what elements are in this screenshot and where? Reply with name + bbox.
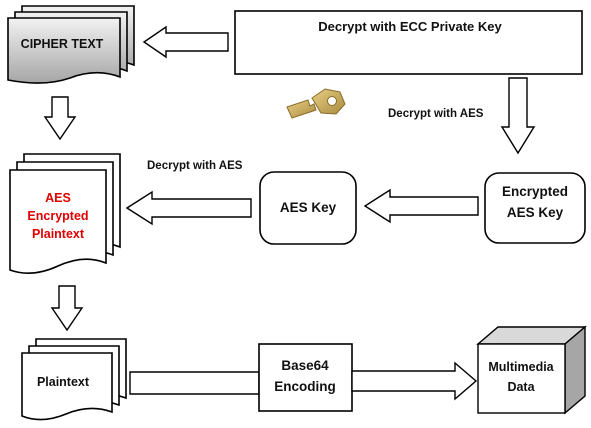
base64-line-2: Encoding [274, 379, 336, 394]
aes-doc-line-3: Plaintext [32, 227, 85, 241]
encrypted-aes-key-box: Encrypted AES Key [484, 172, 586, 244]
plaintext-document: Plaintext [21, 338, 127, 421]
base64-line-1: Base64 [281, 358, 329, 373]
cipher-text-label: CIPHER TEXT [21, 37, 104, 51]
aes-key-label: AES Key [280, 200, 337, 215]
arrow-ecc-to-encrypted-key [500, 77, 536, 155]
ecc-decrypt-box: Decrypt with ECC Private Key [234, 10, 583, 75]
arrow-ecc-to-cipher [142, 25, 229, 59]
multimedia-line-2: Data [507, 380, 535, 394]
aes-key-box: AES Key [259, 171, 357, 245]
arrow-base64-to-multimedia [351, 361, 478, 401]
encrypted-aes-key-line-1: Encrypted [502, 184, 568, 199]
arrow-plaintext-to-base64 [129, 371, 260, 395]
arrow-cipher-to-aes-doc [43, 96, 77, 141]
ecc-decrypt-label: Decrypt with ECC Private Key [318, 19, 502, 34]
multimedia-data-cube: Multimedia Data [476, 325, 587, 415]
arrow-aes-doc-to-plaintext [50, 285, 84, 332]
arrow-aes-key-to-aes-doc [125, 190, 252, 226]
multimedia-line-1: Multimedia [488, 360, 554, 374]
aes-doc-line-2: Encrypted [27, 209, 88, 223]
encrypted-aes-key-line-2: AES Key [507, 205, 564, 220]
plaintext-label: Plaintext [37, 375, 90, 389]
base64-encoding-box: Base64 Encoding [258, 343, 353, 412]
cipher-text-document: CIPHER TEXT [7, 5, 135, 84]
decrypt-aes-label-left: Decrypt with AES [147, 160, 243, 172]
key-icon [286, 88, 346, 119]
aes-encrypted-plaintext-document: AES Encrypted Plaintext [9, 153, 121, 274]
aes-doc-line-1: AES [45, 191, 71, 205]
arrow-encrypted-key-to-aes-key [363, 188, 479, 224]
decrypt-aes-label-right: Decrypt with AES [388, 108, 484, 120]
